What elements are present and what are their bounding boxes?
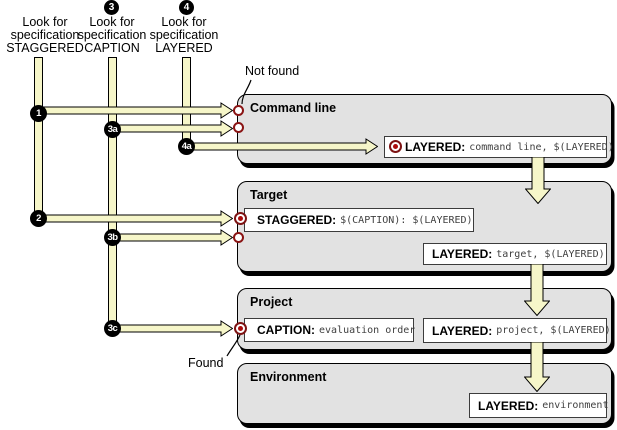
- entry-staggered-target: STAGGERED: $(CAPTION): $(LAYERED): [244, 208, 474, 232]
- arrow-step-3c: [110, 320, 233, 337]
- arrow-step-4a: [184, 138, 378, 155]
- search-bar-staggered: [34, 57, 43, 222]
- arrow-step-1: [36, 102, 233, 119]
- found-annotation: Found: [188, 356, 224, 370]
- badge-1: 1: [30, 105, 47, 122]
- lookup-label-line: Look for: [89, 15, 135, 29]
- entry-caption-project: CAPTION: evaluation order: [244, 318, 416, 342]
- badge-3b: 3b: [104, 229, 121, 246]
- arrow-step-3a: [110, 120, 233, 137]
- badge-4a: 4a: [178, 138, 195, 155]
- lookup-label-line: LAYERED: [155, 41, 213, 55]
- entry-label: LAYERED:: [405, 140, 466, 154]
- entry-layered-project: LAYERED: project, $(LAYERED): [423, 318, 611, 343]
- lookup-label-line: Look for: [161, 15, 207, 29]
- entry-layered-command-line: LAYERED: command line, $(LAYERED): [384, 136, 614, 158]
- entry-layered-target: LAYERED: target, $(LAYERED): [423, 243, 607, 265]
- lookup-label-line: specification: [10, 28, 80, 42]
- entry-label: LAYERED:: [432, 323, 493, 338]
- entry-label: LAYERED:: [432, 247, 493, 261]
- entry-value: project, $(LAYERED): [496, 325, 611, 336]
- entry-label: LAYERED:: [478, 398, 539, 413]
- badge-3: 3: [104, 0, 119, 15]
- found-marker-layered-commandline: [389, 140, 402, 153]
- scope-environment: Environment LAYERED: environment: [237, 363, 612, 424]
- not-found-marker-commandline-2: [233, 122, 244, 133]
- scope-title: Project: [250, 295, 293, 309]
- arrow-step-2: [36, 210, 233, 227]
- lookup-label-line: Look for: [22, 15, 68, 29]
- lookup-label-layered: Look for specification LAYERED: [136, 16, 232, 55]
- badge-4: 4: [179, 0, 194, 15]
- scope-project: Project CAPTION: evaluation order LAYERE…: [237, 288, 612, 350]
- found-marker-caption: [234, 322, 247, 335]
- entry-value: target, $(LAYERED): [496, 248, 605, 260]
- found-marker-staggered: [234, 212, 247, 225]
- scope-title: Environment: [250, 370, 327, 384]
- entry-value: $(CAPTION): $(LAYERED): [340, 214, 473, 226]
- scope-title: Command line: [250, 101, 337, 115]
- lookup-label-line: CAPTION: [84, 41, 140, 55]
- search-bar-caption: [108, 57, 117, 331]
- badge-3c: 3c: [104, 320, 121, 337]
- lookup-label-staggered: Look for specification STAGGERED: [0, 16, 93, 55]
- entry-value: command line, $(LAYERED): [469, 141, 614, 153]
- lookup-label-line: specification: [149, 28, 219, 42]
- not-found-marker-target: [233, 232, 244, 243]
- not-found-annotation: Not found: [245, 64, 300, 78]
- scope-command-line: Command line LAYERED: command line, $(LA…: [237, 94, 614, 164]
- badge-3a: 3a: [104, 121, 121, 138]
- entry-value: evaluation order: [319, 324, 416, 336]
- arrow-layered-to-environment: [524, 342, 550, 392]
- badge-2: 2: [30, 210, 47, 227]
- not-found-marker-commandline-1: [233, 105, 244, 116]
- not-found-leader-line: [241, 79, 252, 105]
- entry-value: environment: [542, 400, 609, 411]
- entry-label: STAGGERED:: [257, 213, 337, 227]
- entry-label: CAPTION:: [257, 323, 315, 337]
- arrow-layered-to-project: [524, 264, 550, 316]
- lookup-label-caption: Look for specification CAPTION: [64, 16, 160, 55]
- lookup-label-line: specification: [77, 28, 147, 42]
- entry-layered-environment: LAYERED: environment: [469, 393, 609, 418]
- found-leader-line: [226, 334, 241, 357]
- arrow-layered-to-target: [525, 157, 551, 204]
- lookup-label-line: STAGGERED: [6, 41, 84, 55]
- arrow-step-3b: [110, 229, 233, 246]
- scope-target: Target STAGGERED: $(CAPTION): $(LAYERED)…: [237, 181, 612, 272]
- scope-title: Target: [250, 188, 288, 202]
